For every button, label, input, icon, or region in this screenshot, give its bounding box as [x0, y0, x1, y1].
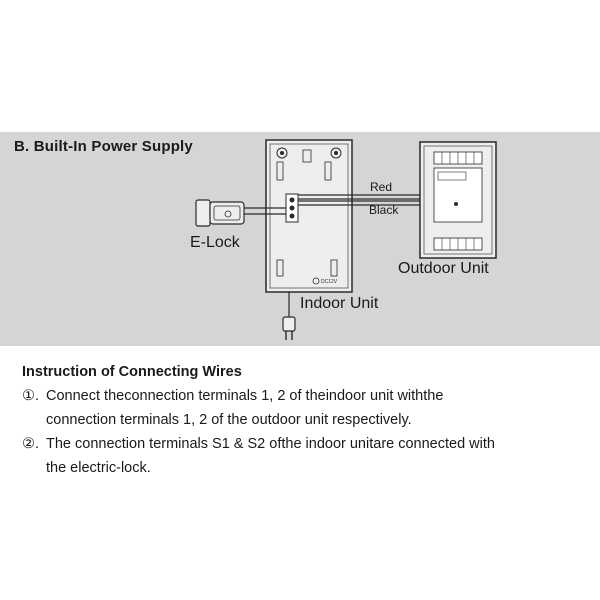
indoor-unit-label: Indoor Unit: [300, 295, 379, 312]
instructions: Instruction of Connecting Wires ①. Conne…: [22, 360, 598, 480]
wiring-diagram: DC12V: [190, 139, 497, 340]
section-title: B. Built-In Power Supply: [14, 138, 193, 155]
elock-label: E-Lock: [190, 234, 241, 251]
step-2-line-1: The connection terminals S1 & S2 ofthe i…: [46, 436, 495, 452]
outdoor-unit-label: Outdoor Unit: [398, 260, 489, 277]
instruction-step-2: ②. The connection terminals S1 & S2 ofth…: [22, 432, 598, 480]
red-wire-label: Red: [370, 180, 392, 194]
elock: [195, 199, 245, 227]
dc-label: DC12V: [321, 279, 338, 285]
step-1-line-1: Connect theconnection terminals 1, 2 of …: [46, 388, 444, 404]
indoor-unit: DC12V: [265, 139, 353, 293]
step-marker-2: ②.: [22, 436, 40, 452]
instruction-step-1: ①. Connect theconnection terminals 1, 2 …: [22, 384, 598, 432]
black-wire-label: Black: [369, 203, 399, 217]
step-1-line-2: connection terminals 1, 2 of the outdoor…: [46, 412, 412, 428]
power-plug-icon: [282, 316, 296, 340]
instructions-title: Instruction of Connecting Wires: [22, 364, 242, 380]
step-marker-1: ①.: [22, 388, 40, 404]
outdoor-unit: [419, 141, 497, 259]
step-2-line-2: the electric-lock.: [46, 460, 151, 476]
